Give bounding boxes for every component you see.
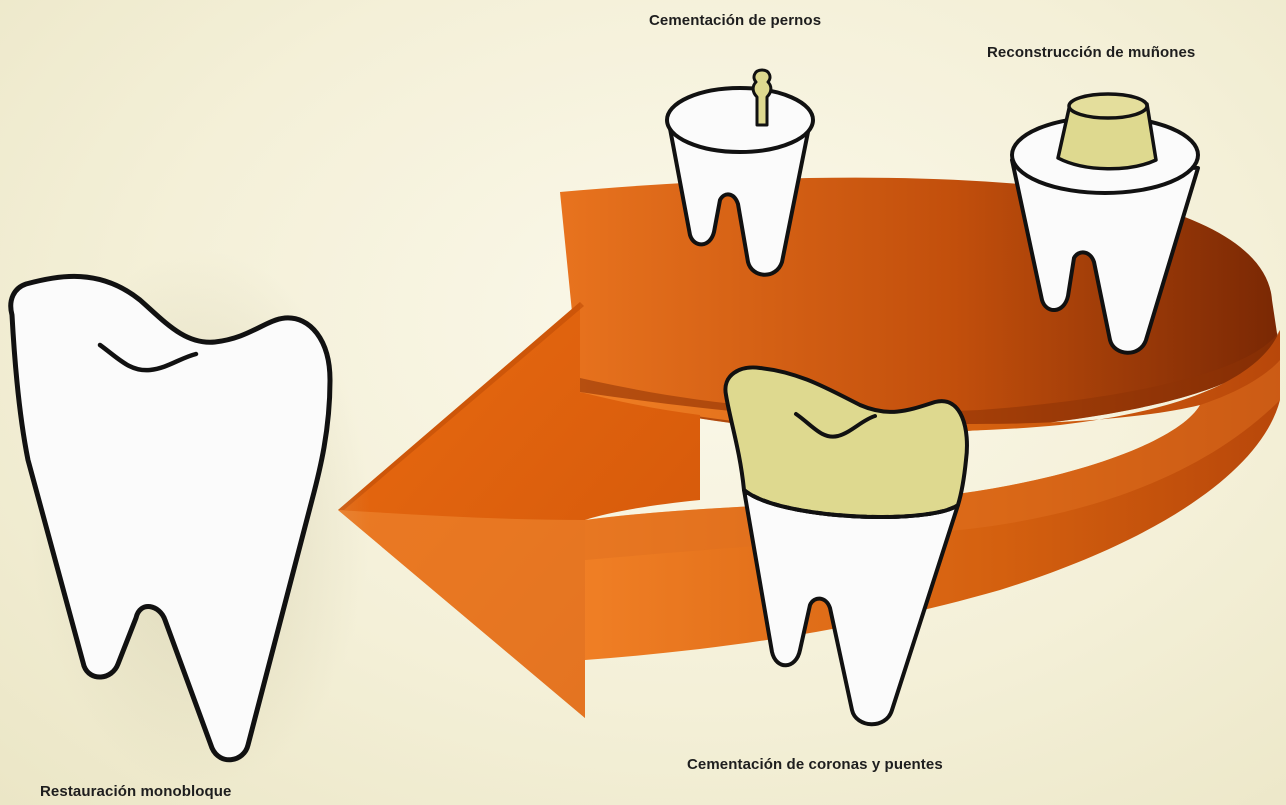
tooth-crown <box>725 367 967 724</box>
core-buildup-top <box>1069 94 1147 118</box>
tooth-monoblock <box>11 250 370 790</box>
tooth-post-top-surface <box>667 88 813 152</box>
tooth-crown-root <box>744 490 958 724</box>
label-cementacion-coronas: Cementación de coronas y puentes <box>687 756 943 773</box>
label-cementacion-pernos: Cementación de pernos <box>649 12 821 29</box>
arrow-head-lower-shade <box>338 510 585 718</box>
label-restauracion-monobloque: Restauración monobloque <box>40 783 231 800</box>
post-icon <box>753 70 771 125</box>
label-reconstruccion-munones: Reconstrucción de muñones <box>987 44 1195 61</box>
